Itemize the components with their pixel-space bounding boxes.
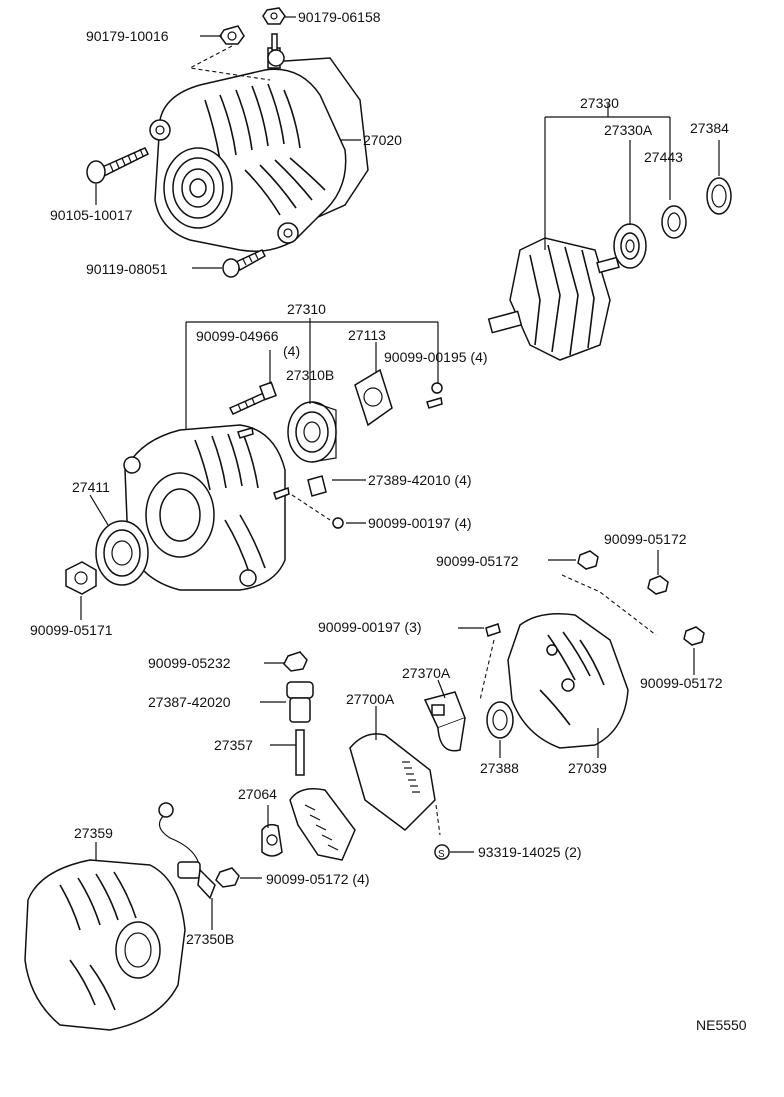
label-27064: 27064 (238, 786, 277, 802)
label-27113: 27113 (348, 327, 386, 343)
label-90099-00197-b: 90099-00197 (3) (318, 619, 422, 635)
rear-cover-27359 (24, 859, 186, 1031)
label-90099-04966-qty: (4) (283, 343, 300, 359)
bolt-90119-08051 (222, 249, 266, 278)
label-93319-14025: 93319-14025 (2) (478, 844, 582, 860)
label-90179-10016: 90179-10016 (86, 28, 169, 44)
label-27310: 27310 (287, 301, 326, 317)
insulator-27064 (261, 823, 283, 857)
brush-holder-cap-27387 (286, 681, 314, 723)
label-27359: 27359 (74, 825, 113, 841)
nut-90099-05171 (65, 561, 97, 595)
label-27388: 27388 (480, 760, 519, 776)
label-90179-06158: 90179-06158 (298, 9, 381, 25)
bolt-90099-04966 (228, 381, 277, 415)
label-90099-05172-a: 90099-05172 (436, 553, 519, 569)
regulator-27370a (423, 691, 466, 752)
rotor-assembly (487, 177, 732, 361)
label-27357: 27357 (214, 737, 253, 753)
alternator-assembly (149, 33, 369, 252)
wire-harness-27350b (158, 802, 216, 900)
label-s-mark: S (438, 849, 445, 860)
label-90099-05172-c: 90099-05172 (640, 675, 723, 691)
diagram-code: NE5550 (696, 1017, 747, 1033)
label-27039: 27039 (568, 760, 607, 776)
label-27443: 27443 (644, 149, 683, 165)
label-27370a: 27370A (402, 665, 451, 681)
retainer-plate-27113 (354, 368, 393, 427)
label-27330: 27330 (580, 95, 619, 111)
bearing-27310b (287, 401, 337, 463)
label-27384: 27384 (690, 120, 729, 136)
collar-27388 (486, 701, 514, 739)
label-27350b: 27350B (186, 931, 234, 947)
label-90099-05172-d: 90099-05172 (4) (266, 871, 370, 887)
label-27330a: 27330A (604, 122, 653, 138)
label-27020: 27020 (363, 132, 402, 148)
label-90099-04966: 90099-04966 (196, 328, 279, 344)
label-90119-08051: 90119-08051 (86, 261, 168, 277)
label-90099-05172-b: 90099-05172 (604, 531, 687, 547)
label-27389-42010: 27389-42010 (4) (368, 472, 472, 488)
pulley-27411 (95, 520, 149, 586)
label-90105-10017: 90105-10017 (50, 207, 133, 223)
label-27310b: 27310B (286, 367, 334, 383)
label-27387-42020: 27387-42020 (148, 694, 231, 710)
nut-90179-10016 (219, 25, 245, 45)
label-27700a: 27700A (346, 691, 395, 707)
nut-90179-06158 (262, 7, 286, 25)
rear-end-frame-27039 (507, 613, 629, 749)
label-90099-05232: 90099-05232 (148, 655, 231, 671)
bolt-90105-10017 (86, 147, 150, 184)
label-90099-00195: 90099-00195 (4) (384, 349, 488, 365)
part-number-labels: 90179-10016 90179-06158 27020 90105-1001… (30, 9, 747, 1033)
label-90099-00197-a: 90099-00197 (4) (368, 515, 472, 531)
label-90099-05171: 90099-05171 (30, 622, 113, 638)
brush-holder-27700a (349, 733, 436, 831)
drive-end-frame (123, 424, 286, 591)
rectifier-27357 (289, 729, 356, 861)
label-27411: 27411 (72, 479, 110, 495)
